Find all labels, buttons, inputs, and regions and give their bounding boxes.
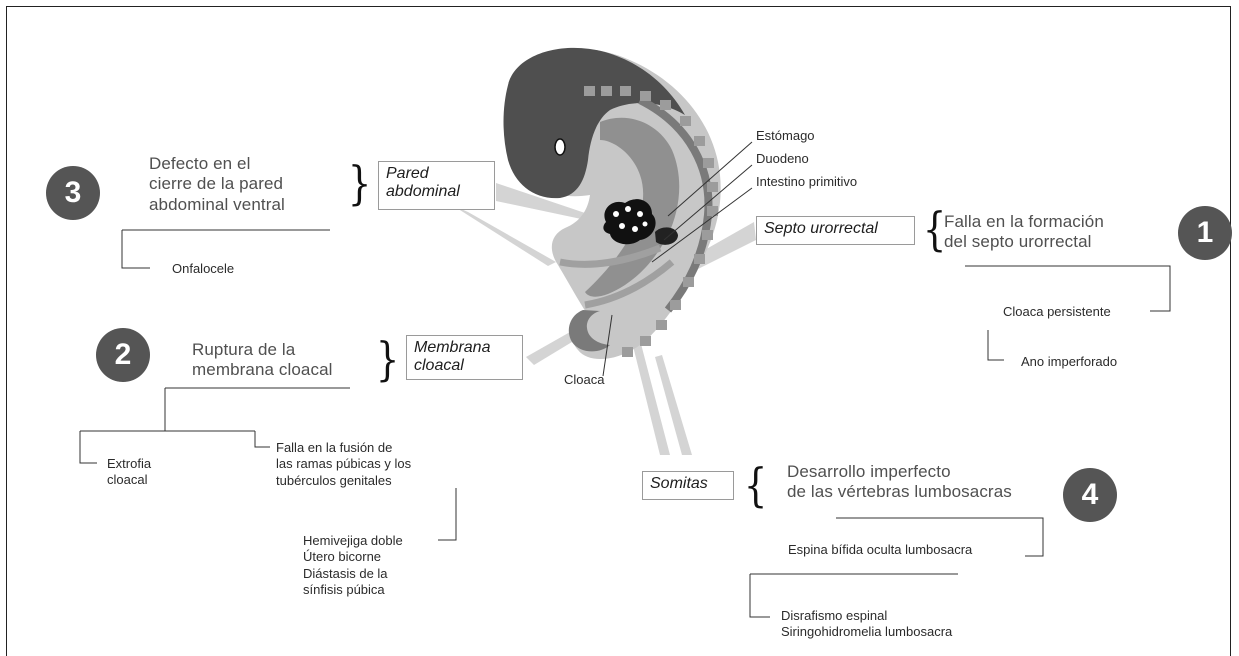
outcome-disrafismo: Disrafismo espinal Siringohidromelia lum… <box>781 608 953 640</box>
connector-4-b-drop <box>749 574 770 618</box>
outcome-espina-bifida: Espina bífida oculta lumbosacra <box>788 542 973 557</box>
cause-3: Defecto en el cierre de la pared abdomin… <box>149 154 285 214</box>
marker-3: 3 <box>46 166 100 220</box>
brace-3: } <box>347 156 372 210</box>
embryo-head <box>503 47 685 199</box>
embryo-lower-gut <box>559 244 675 309</box>
embryo-illustration <box>503 47 721 360</box>
outcome-hemivejiga: Hemivejiga doble Útero bicorne Diástasis… <box>303 533 403 597</box>
cause-1: Falla en la formación del septo urorrect… <box>944 212 1104 252</box>
connector-2-b <box>254 431 270 448</box>
outcome-ano-imperforado: Ano imperforado <box>1021 354 1118 369</box>
pointer-pared-abdominal-2 <box>452 205 556 266</box>
marker-2: 2 <box>96 328 150 382</box>
cause-4: Desarrollo imperfecto de las vértebras l… <box>787 462 1012 502</box>
embryo-leader-lines <box>602 141 753 377</box>
structure-membrana-cloacal: Membrana cloacal <box>406 335 523 380</box>
connector-lines <box>79 229 1171 618</box>
pointer-somitas-1 <box>632 340 670 455</box>
label-cloaca: Cloaca <box>564 372 605 387</box>
label-duodeno: Duodeno <box>756 151 809 166</box>
outcome-onfalocele: Onfalocele <box>172 261 235 276</box>
connector-2-a <box>79 431 97 464</box>
outcome-falla-fusion: Falla en la fusión de las ramas púbicas … <box>276 440 412 488</box>
label-estomago: Estómago <box>756 128 815 143</box>
marker-1: 1 <box>1178 206 1232 260</box>
brace-2: } <box>375 332 400 386</box>
connector-3-outcome <box>121 230 150 269</box>
structure-pared-abdominal: Pared abdominal <box>378 161 495 210</box>
connector-1 <box>965 265 1171 312</box>
pointer-somitas-2 <box>655 355 692 455</box>
brace-4: { <box>743 458 768 512</box>
connector-2-sub <box>438 488 457 541</box>
embryo-heart <box>603 199 656 245</box>
label-intestino-primitivo: Intestino primitivo <box>756 174 858 189</box>
embryo-tail <box>568 310 610 352</box>
brace-1: { <box>922 202 947 256</box>
outcome-extrofia-cloacal: Extrofia cloacal <box>107 456 152 488</box>
outcome-cloaca-persistente: Cloaca persistente <box>1003 304 1111 319</box>
embryo-heart-spots <box>613 206 648 232</box>
connector-4 <box>836 517 1044 557</box>
connector-1-b <box>987 330 1004 361</box>
pointer-pared-abdominal <box>496 183 588 220</box>
diagram-frame <box>6 6 1231 656</box>
embryo-somites <box>584 86 718 357</box>
structure-septo-urorrectal: Septo urorrectal <box>756 216 915 245</box>
marker-4: 4 <box>1063 468 1117 522</box>
cause-2: Ruptura de la membrana cloacal <box>192 340 333 380</box>
embryo-liver-bud <box>655 227 678 245</box>
structure-somitas: Somitas <box>642 471 734 500</box>
embryo-eye <box>554 138 566 156</box>
